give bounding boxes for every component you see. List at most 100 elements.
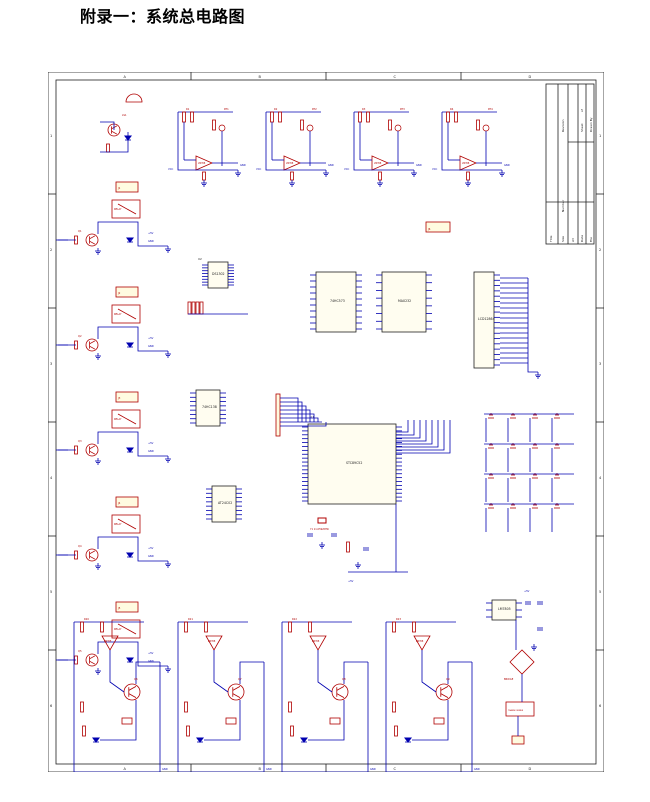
net-label: +5V bbox=[148, 441, 154, 445]
resistor-network bbox=[191, 301, 196, 315]
resistor bbox=[388, 119, 392, 131]
bus-wire bbox=[396, 420, 439, 448]
relay bbox=[111, 199, 141, 219]
net-label: GND bbox=[148, 344, 154, 348]
resistor bbox=[300, 119, 304, 131]
buzzer bbox=[125, 93, 143, 103]
transistor-ref: Q9 bbox=[446, 677, 450, 681]
net-label: VCC bbox=[432, 167, 437, 171]
mcu-chip-label: STC89C52 bbox=[346, 461, 362, 465]
title-block-size-value: A3 bbox=[571, 238, 575, 242]
resistor-ref: R4 bbox=[450, 107, 454, 111]
potentiometer bbox=[394, 124, 402, 132]
net-label: +5V bbox=[148, 651, 154, 655]
wire bbox=[97, 326, 168, 352]
resistor-ref: R2 bbox=[274, 107, 278, 111]
row-marker: 2 bbox=[50, 248, 52, 252]
diode bbox=[126, 342, 134, 348]
title-block-revision: Revision bbox=[561, 119, 565, 132]
title-block-date: Date bbox=[580, 235, 584, 242]
resistor bbox=[190, 111, 194, 123]
transistor bbox=[336, 693, 345, 698]
net-label: GND bbox=[416, 163, 422, 167]
crystal-label: Y1 11.0592MHz bbox=[310, 528, 329, 531]
op-amp-label: LM358 bbox=[312, 640, 320, 643]
column-marker: C bbox=[394, 75, 397, 79]
transistor-ref: Q7 bbox=[238, 677, 242, 681]
transistor bbox=[331, 683, 349, 701]
sensor-ref: RT3 bbox=[400, 107, 405, 111]
net-label: +5V bbox=[148, 546, 154, 550]
crystal bbox=[317, 517, 327, 524]
transistor bbox=[89, 240, 96, 245]
transistor bbox=[128, 693, 137, 698]
resistor bbox=[100, 621, 104, 633]
net-label: GND bbox=[162, 767, 168, 771]
transistor bbox=[89, 655, 96, 660]
row-marker: 6 bbox=[599, 704, 601, 708]
transistor-ref: Q6 bbox=[134, 677, 138, 681]
wire bbox=[97, 431, 168, 457]
resistor-network bbox=[195, 301, 200, 315]
latch-chip-label: 74HC573 bbox=[330, 299, 345, 303]
transistor bbox=[440, 686, 449, 691]
potentiometer bbox=[218, 124, 226, 132]
resistor bbox=[204, 621, 208, 633]
resistor bbox=[212, 119, 216, 131]
op-amp-label: LM358 bbox=[286, 162, 294, 165]
transistor-ref: Q1 bbox=[78, 229, 82, 233]
transistor bbox=[85, 233, 99, 247]
relay bbox=[111, 619, 141, 639]
net-label: +5V bbox=[348, 579, 354, 583]
relay-contact bbox=[117, 413, 137, 425]
title-block-title: Title bbox=[549, 235, 553, 243]
relay-label: RELAY bbox=[114, 628, 122, 631]
connector-ref: J1 bbox=[117, 186, 121, 190]
column-marker: C bbox=[394, 767, 397, 771]
resistor bbox=[392, 701, 396, 713]
transistor bbox=[85, 548, 99, 562]
relay-contact bbox=[117, 518, 137, 530]
wire bbox=[213, 650, 229, 693]
op-amp bbox=[413, 635, 431, 651]
diode bbox=[300, 737, 308, 743]
wire bbox=[441, 112, 502, 171]
transistor bbox=[85, 443, 99, 457]
op-amp bbox=[195, 155, 213, 171]
relay-contact bbox=[117, 308, 137, 320]
title-block-file: File bbox=[589, 237, 593, 242]
title-block-number: Number bbox=[561, 199, 565, 212]
diode bbox=[126, 237, 134, 243]
bus-wire bbox=[396, 420, 415, 436]
resistor bbox=[270, 111, 274, 123]
op-amp bbox=[309, 635, 327, 651]
wire bbox=[97, 641, 168, 667]
title-block-of: of bbox=[580, 108, 584, 112]
relay-contact bbox=[117, 623, 137, 635]
wire bbox=[447, 661, 472, 684]
resistor bbox=[290, 171, 294, 181]
latch-chip bbox=[315, 271, 357, 333]
op-amp-label: LM358 bbox=[416, 640, 424, 643]
transistor bbox=[123, 683, 141, 701]
net-label: +5V bbox=[148, 231, 154, 235]
bus-wire bbox=[396, 420, 451, 454]
transistor-ref: Q4 bbox=[78, 544, 82, 548]
op-amp bbox=[371, 155, 389, 171]
resistor bbox=[184, 701, 188, 713]
resistor bbox=[288, 621, 292, 633]
decoder-chip bbox=[195, 389, 221, 427]
page-title: 附录一：系统总电路图 bbox=[80, 7, 246, 26]
net-label: GND bbox=[328, 163, 334, 167]
net-label: +5V bbox=[148, 336, 154, 340]
relay-contact bbox=[117, 203, 137, 215]
transformer bbox=[505, 701, 535, 717]
op-amp-label: LM358 bbox=[462, 162, 470, 165]
wire bbox=[281, 622, 369, 773]
bus-wire bbox=[280, 417, 319, 422]
diode bbox=[126, 657, 134, 663]
net-label: GND bbox=[474, 767, 480, 771]
potentiometer bbox=[482, 124, 490, 132]
led bbox=[329, 717, 341, 725]
op-amp bbox=[101, 635, 119, 651]
